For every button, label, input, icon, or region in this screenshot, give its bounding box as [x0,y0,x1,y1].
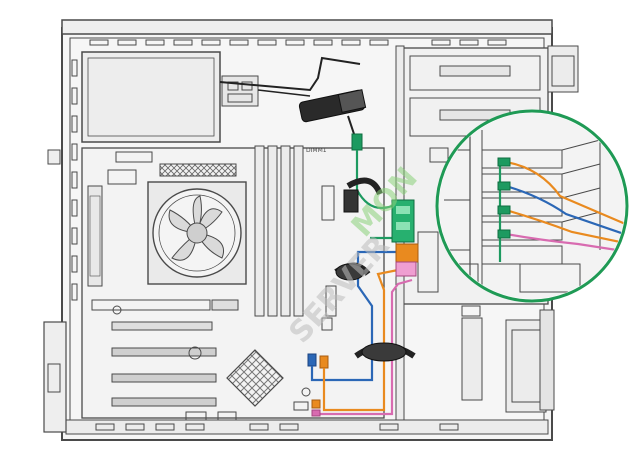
black-cable [219,56,367,141]
motherboard: DIMM1 [81,145,385,421]
power-supply [81,51,259,143]
fan-icon [147,181,247,285]
blue-cable [307,250,398,382]
pcie-slots [91,299,239,407]
heatsink-icon [226,349,284,407]
top-vent-slots [89,39,507,46]
cable-clip-icon [334,177,416,362]
dimm-label: DIMM1 [306,147,327,154]
pink-cable [311,261,417,417]
left-vent-slots [71,59,78,301]
callout-magnified-view [435,109,629,303]
dimm-slots [254,145,304,317]
bottom-slots [95,423,459,431]
